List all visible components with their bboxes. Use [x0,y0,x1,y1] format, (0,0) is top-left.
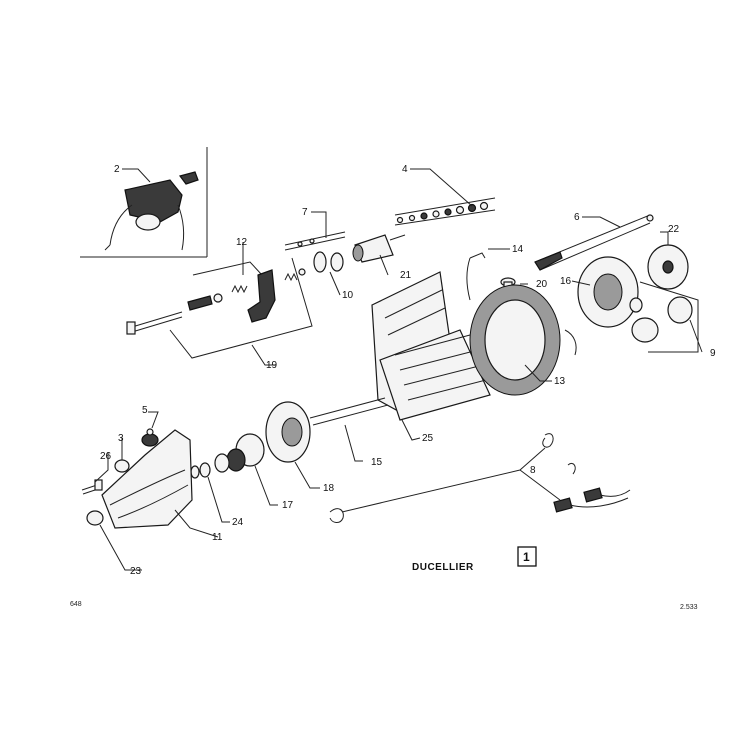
label-8: 8 [530,465,536,476]
label-17: 17 [282,500,294,511]
part-10-clip [313,251,344,273]
label-11: 11 [212,532,223,543]
part-23-bush [86,510,104,526]
leader-lines [94,168,703,571]
label-6: 6 [574,212,580,223]
label-26: 26 [100,451,112,462]
callout-labels: 2 4 7 6 22 12 14 21 20 16 10 19 9 13 5 3… [100,164,716,577]
part-13-field-frame [469,284,577,396]
label-5: 5 [142,405,148,416]
figure-caption: DUCELLIER 1 [412,546,537,573]
inset-frame [80,147,208,258]
page-code-left: 648 [70,601,82,608]
part-21-solenoid-body [352,234,406,263]
label-2: 2 [114,164,120,175]
label-18: 18 [323,483,335,494]
part-18-disc [265,401,311,463]
label-25: 25 [422,433,434,444]
label-23: 23 [130,566,142,577]
brand-label: DUCELLIER [412,562,474,573]
part-2-solenoid [104,171,199,251]
label-22: 22 [668,224,680,235]
part-5-screw [146,428,154,436]
page-code-right: 2.533 [680,604,698,611]
label-16: 16 [560,276,572,287]
label-14: 14 [512,244,524,255]
part-26-bolt [81,479,103,495]
part-6-tie-rods [534,214,654,271]
part-14-spring [466,252,486,301]
armature-core [379,329,491,421]
label-12: 12 [236,237,248,248]
part-17-pinion [214,433,265,473]
label-20: 20 [536,279,548,290]
part-22-end-cap [647,244,689,290]
part-4-washer-set [394,197,496,226]
part-12-19-lever-group [126,257,313,359]
label-24: 24 [232,517,244,528]
label-13: 13 [554,376,566,387]
label-4: 4 [402,164,408,175]
label-15: 15 [371,457,383,468]
label-21: 21 [400,270,412,281]
label-3: 3 [118,433,124,444]
part-24-ring [190,462,211,479]
label-19: 19 [266,360,278,371]
part-9-bushes [629,296,693,343]
part-7-bolt [284,231,346,251]
part-11-drive-housing [101,429,193,529]
label-7: 7 [302,207,308,218]
part-15-shaft [309,397,389,426]
label-9: 9 [710,348,716,359]
figure-number: 1 [523,550,530,564]
part-3-bush [114,459,130,473]
part-8-brush-set [329,433,631,523]
part-16-end-plate [577,256,639,328]
label-10: 10 [342,290,354,301]
